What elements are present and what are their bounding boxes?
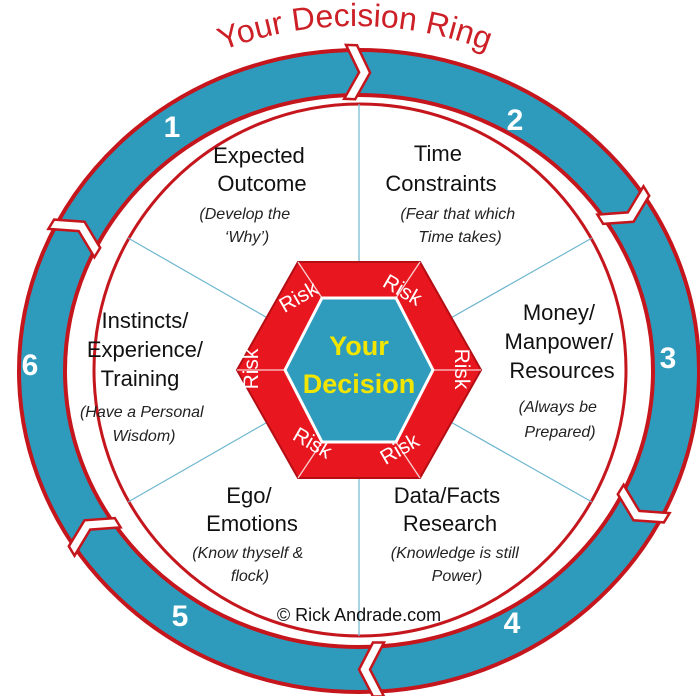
segment-title: Money/ Manpower/ Resources: [505, 300, 620, 383]
segment-subtitle: (Always be Prepared): [519, 399, 602, 441]
step-number-2: 2: [507, 104, 524, 137]
segment-1: Expected Outcome (Develop the ‘Why’): [199, 143, 311, 246]
step-number-6: 6: [22, 349, 39, 382]
chevron-arrow-icon: [595, 183, 651, 226]
chevron-arrow-icon: [616, 482, 672, 524]
divider-line: [425, 237, 593, 333]
divider-line: [127, 407, 293, 503]
chevron-arrow-icon: [46, 218, 102, 260]
ring-chevrons: [46, 43, 672, 696]
outer-ring: [16, 48, 700, 694]
segment-6: Instincts/ Experience/ Training (Have a …: [80, 308, 209, 445]
ring-band: [16, 48, 700, 694]
segment-title: Instincts/ Experience/ Training: [87, 308, 209, 391]
segment-2: Time Constraints (Fear that which Time t…: [385, 141, 519, 246]
chevron-arrow-icon: [357, 641, 387, 696]
hexagon-spoke: [297, 261, 323, 299]
step-number-5: 5: [172, 600, 189, 633]
segment-title: Time Constraints: [385, 141, 496, 196]
center-label-line2: Decision: [303, 369, 416, 399]
step-numbers: 1 2 3 4 5 6: [22, 104, 677, 640]
segment-subtitle: (Know thyself & flock): [192, 545, 308, 585]
divider-line: [127, 237, 293, 333]
segment-subtitle: (Knowledge is still Power): [391, 545, 524, 585]
center-label-line1: Your: [329, 331, 389, 361]
segment-title: Expected Outcome: [213, 143, 311, 196]
chevron-arrow-icon: [342, 43, 372, 101]
segment-subtitle: (Develop the ‘Why’): [199, 206, 294, 246]
copyright-text: © Rick Andrade.com: [277, 605, 441, 625]
step-number-3: 3: [660, 342, 677, 375]
hexagon-spoke: [395, 261, 421, 299]
risk-hexagon: Risk Risk Risk Risk Risk Risk Your Decis…: [235, 261, 483, 479]
segment-subtitle: (Fear that which Time takes): [400, 206, 519, 246]
segment-5: Ego/ Emotions (Know thyself & flock): [192, 483, 308, 585]
hexagon-spoke: [395, 441, 421, 479]
risk-label-left: Risk: [240, 348, 263, 389]
center-hexagon: [283, 296, 435, 444]
step-number-4: 4: [504, 607, 521, 640]
segment-title: Ego/ Emotions: [206, 483, 298, 536]
segment-title: Data/Facts Research: [394, 483, 507, 536]
segment-subtitle: (Have a Personal Wisdom): [80, 404, 208, 445]
risk-label-right: Risk: [450, 349, 473, 390]
hexagon-spoke: [297, 441, 323, 479]
segment-3: Money/ Manpower/ Resources (Always be Pr…: [505, 300, 620, 441]
step-number-1: 1: [164, 111, 181, 144]
segment-4: Data/Facts Research (Knowledge is still …: [391, 483, 524, 585]
divider-line: [425, 407, 593, 503]
chevron-arrow-icon: [67, 516, 123, 559]
